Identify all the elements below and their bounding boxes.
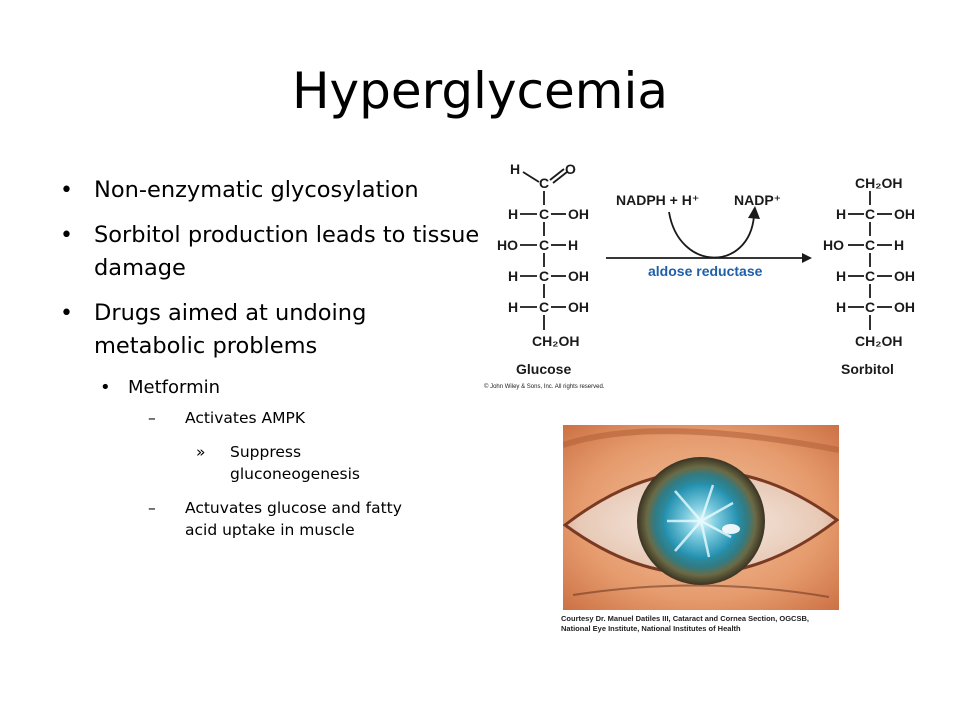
bullet-item: • Non-enzymatic glycosylation: [60, 174, 480, 207]
glucose-structure: H C O H C OH HO C H H C OH H C OH CH₂OH …: [484, 161, 605, 390]
sorbitol-structure: CH₂OH H C OH HO C H H C OH H C OH CH₂OH …: [823, 175, 915, 377]
copyright-note: © John Wiley & Sons, Inc. All rights res…: [484, 383, 605, 390]
bullet-item: • Sorbitol production leads to tissue da…: [60, 219, 480, 285]
sub-sub-bullet-item: – Actuvates glucose and fatty acid uptak…: [60, 497, 415, 541]
svg-text:C: C: [539, 299, 549, 315]
sub-bullet-item: • Metformin: [60, 375, 480, 401]
sorbitol-label: Sorbitol: [841, 361, 894, 377]
sub-sub-bullet-item: – Activates AMPK: [60, 407, 480, 429]
svg-text:O: O: [565, 161, 576, 177]
svg-text:H: H: [894, 237, 904, 253]
svg-text:H: H: [508, 299, 518, 315]
svg-text:C: C: [865, 299, 875, 315]
reaction-diagram: H C O H C OH HO C H H C OH H C OH CH₂OH …: [484, 161, 915, 390]
glucose-label: Glucose: [516, 361, 571, 377]
svg-text:OH: OH: [894, 206, 915, 222]
svg-text:H: H: [836, 268, 846, 284]
svg-text:C: C: [539, 206, 549, 222]
svg-text:OH: OH: [568, 299, 589, 315]
svg-text:OH: OH: [568, 206, 589, 222]
bullet-marker: –: [148, 409, 156, 427]
svg-text:H: H: [568, 237, 578, 253]
reaction-arrow: NADPH + H⁺ NADP⁺ aldose reductase: [606, 192, 812, 279]
bullet-text: Suppress gluconeogenesis: [230, 443, 361, 483]
svg-text:H: H: [836, 299, 846, 315]
svg-text:H: H: [508, 268, 518, 284]
bullet-list: • Non-enzymatic glycosylation • Sorbitol…: [60, 174, 480, 553]
bullet-text: Metformin: [128, 377, 221, 398]
bullet-text: Actuvates glucose and fatty acid uptake …: [185, 499, 402, 539]
svg-text:CH₂OH: CH₂OH: [532, 333, 579, 349]
svg-text:OH: OH: [894, 299, 915, 315]
bullet-text: Activates AMPK: [185, 409, 306, 427]
bullet-marker: •: [60, 301, 73, 326]
svg-text:OH: OH: [568, 268, 589, 284]
bullet-text: Sorbitol production leads to tissue dama…: [94, 222, 480, 281]
svg-text:CH₂OH: CH₂OH: [855, 333, 902, 349]
svg-text:C: C: [865, 206, 875, 222]
svg-text:HO: HO: [497, 237, 518, 253]
svg-text:OH: OH: [894, 268, 915, 284]
bullet-marker: »: [196, 443, 206, 461]
svg-text:H: H: [508, 206, 518, 222]
svg-text:C: C: [539, 237, 549, 253]
cataract-eye-photo: [563, 425, 839, 610]
sub-sub-sub-bullet-item: » Suppress gluconeogenesis: [60, 441, 430, 485]
svg-text:C: C: [539, 175, 549, 191]
photo-credit-line: Courtesy Dr. Manuel Datiles III, Catarac…: [561, 614, 809, 623]
photo-credit-line: National Eye Institute, National Institu…: [561, 624, 741, 633]
enzyme-label: aldose reductase: [648, 263, 763, 279]
svg-text:H: H: [836, 206, 846, 222]
cofactor-out: NADP⁺: [734, 192, 781, 208]
bullet-marker: •: [60, 223, 73, 248]
bullet-text: Drugs aimed at undoing metabolic problem…: [94, 300, 367, 359]
svg-text:C: C: [865, 268, 875, 284]
svg-text:CH₂OH: CH₂OH: [855, 175, 902, 191]
svg-text:C: C: [865, 237, 875, 253]
slide-title: Hyperglycemia: [291, 62, 669, 120]
bullet-marker: •: [60, 178, 73, 203]
svg-text:H: H: [510, 161, 520, 177]
bullet-item: • Drugs aimed at undoing metabolic probl…: [60, 297, 480, 363]
bullet-text: Non-enzymatic glycosylation: [94, 177, 419, 203]
svg-text:HO: HO: [823, 237, 844, 253]
bullet-marker: –: [148, 499, 156, 517]
cofactor-in: NADPH + H⁺: [616, 192, 699, 208]
svg-text:C: C: [539, 268, 549, 284]
photo-credit: Courtesy Dr. Manuel Datiles III, Catarac…: [561, 614, 861, 634]
bullet-marker: •: [100, 377, 111, 398]
